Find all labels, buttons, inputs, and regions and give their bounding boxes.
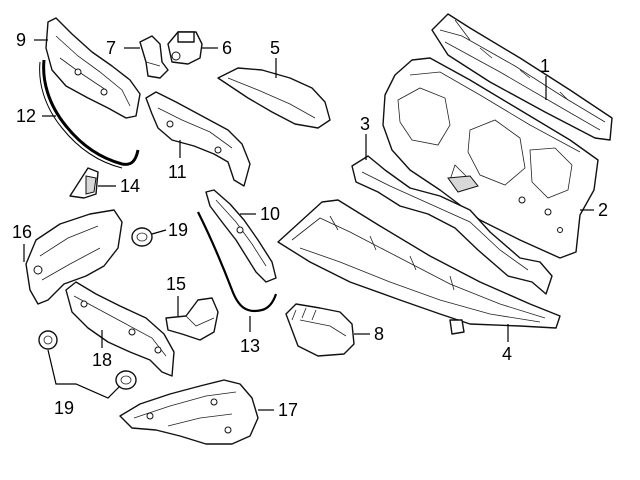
part-19-grommet-right: [115, 370, 137, 390]
part-11-bracket: [145, 91, 251, 187]
callout-number: 11: [168, 162, 187, 182]
callout-12: 12: [16, 106, 56, 126]
callout-number: 16: [12, 222, 32, 242]
callout-11: 11: [168, 140, 187, 182]
part-2-dash-panel: [382, 57, 599, 259]
callout-2: 2: [580, 200, 608, 220]
callout-8: 8: [354, 324, 384, 344]
callout-number: 8: [374, 324, 384, 344]
callout-number: 9: [16, 30, 26, 50]
part-8-duct: [285, 303, 355, 357]
callout-9: 9: [16, 30, 48, 50]
part-5-insulator-pad: [217, 67, 331, 129]
part-6-sensor: [167, 31, 203, 65]
callout-number: 10: [260, 204, 280, 224]
callout-number: 5: [270, 38, 280, 58]
callout-1: 1: [540, 56, 550, 100]
part-18-insulator-panel: [65, 281, 175, 377]
callout-number: 6: [222, 38, 232, 58]
callout-number: 2: [598, 200, 608, 220]
callout-number: 17: [278, 400, 298, 420]
callout-number: 13: [240, 336, 260, 356]
callout-15: 15: [166, 274, 186, 316]
callout-number: 19: [168, 220, 188, 240]
part-13-rod: [197, 211, 278, 313]
part-9-side-panel: [45, 17, 141, 119]
callout-number: 14: [120, 176, 140, 196]
part-7-clip: [139, 35, 169, 79]
part-17-dash-insulator: [119, 379, 259, 445]
part-16-side-insulator: [25, 209, 123, 305]
callout-17: 17: [258, 400, 298, 420]
callout-number: 4: [502, 344, 512, 364]
callout-19-bottom: 19: [47, 349, 121, 418]
callout-13: 13: [240, 316, 260, 356]
callout-number: 15: [166, 274, 186, 294]
part-19-grommet-top: [131, 227, 153, 247]
callout-number: 3: [360, 114, 370, 134]
callout-18: 18: [92, 330, 112, 370]
part-14-small-bracket: [69, 167, 99, 199]
callout-number: 1: [540, 56, 550, 76]
callout-10: 10: [240, 204, 280, 224]
callout-7: 7: [106, 38, 140, 58]
part-15-bracket: [165, 297, 219, 341]
callout-6: 6: [202, 38, 232, 58]
callout-number: 19: [54, 398, 74, 418]
callout-3: 3: [360, 114, 370, 160]
part-12-weatherstrip: [39, 59, 140, 169]
callout-4: 4: [502, 324, 512, 364]
part-3-cross-bracket: [351, 155, 553, 295]
callout-number: 12: [16, 106, 36, 126]
callout-14: 14: [98, 176, 140, 196]
part-4-cowl-grille: [277, 199, 561, 335]
callout-5: 5: [270, 38, 280, 78]
callout-16: 16: [12, 222, 32, 262]
callout-number: 7: [106, 38, 116, 58]
callout-19-top: 19: [151, 220, 188, 240]
part-19-grommet-left: [38, 330, 58, 350]
callout-number: 18: [92, 350, 112, 370]
part-1-cowl-top-panel: [431, 13, 613, 141]
part-10-panel-bracket: [205, 189, 277, 283]
